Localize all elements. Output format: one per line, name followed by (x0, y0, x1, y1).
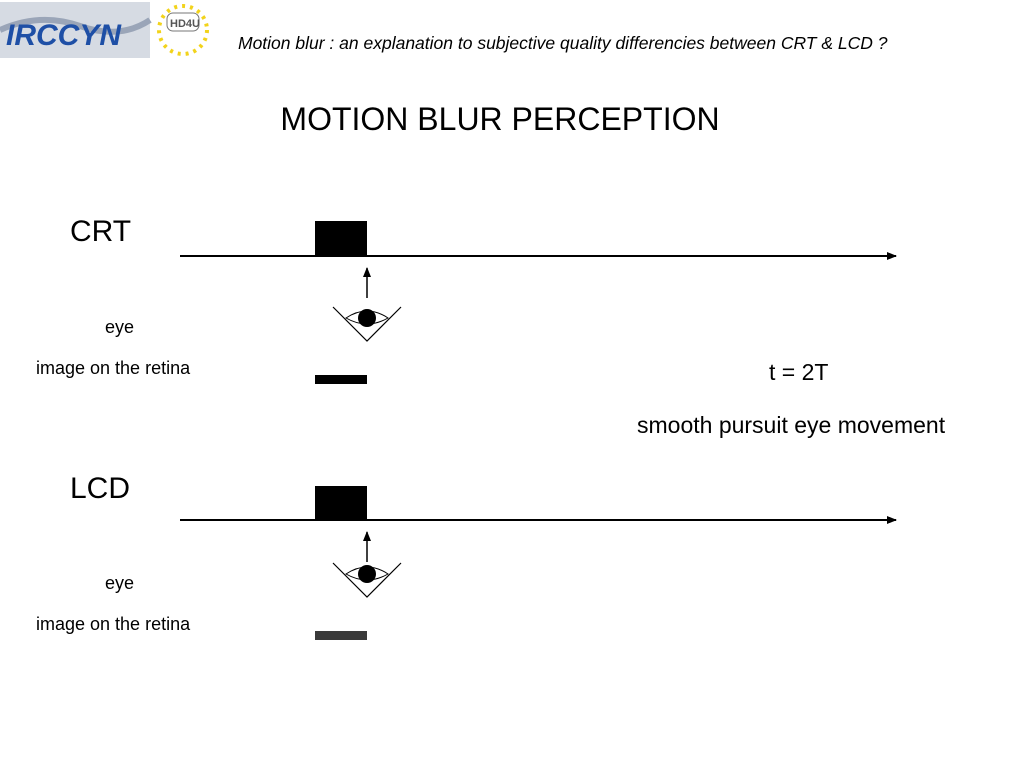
ircyn-logo: IRCCYN HD4U (0, 2, 209, 58)
lcd-retina-label: image on the retina (36, 614, 191, 634)
slide-title: MOTION BLUR PERCEPTION (280, 101, 720, 137)
logo-badge-text: HD4U (170, 18, 200, 30)
crt-retina-image (315, 375, 367, 384)
logo-swoosh (0, 16, 152, 35)
lcd-label: LCD (70, 472, 131, 505)
logo-badge (166, 12, 200, 32)
logo-text: IRCCYN (6, 19, 122, 52)
movement-label: smooth pursuit eye movement (637, 412, 946, 438)
logo-stars-ring (157, 4, 209, 56)
lcd-retina-image (315, 631, 367, 640)
lcd-moving-object (315, 486, 367, 520)
time-label: t = 2T (769, 359, 829, 385)
crt-retina-label: image on the retina (36, 358, 191, 378)
crt-moving-object (315, 221, 367, 256)
crt-eye-icon (332, 306, 402, 342)
crt-section (180, 221, 897, 384)
lcd-section (180, 486, 897, 640)
crt-label: CRT (70, 215, 132, 248)
lcd-eye-icon (332, 562, 402, 598)
header-title: Motion blur : an explanation to subjecti… (238, 33, 888, 53)
crt-eye-label: eye (105, 317, 135, 337)
lcd-eye-label: eye (105, 573, 135, 593)
